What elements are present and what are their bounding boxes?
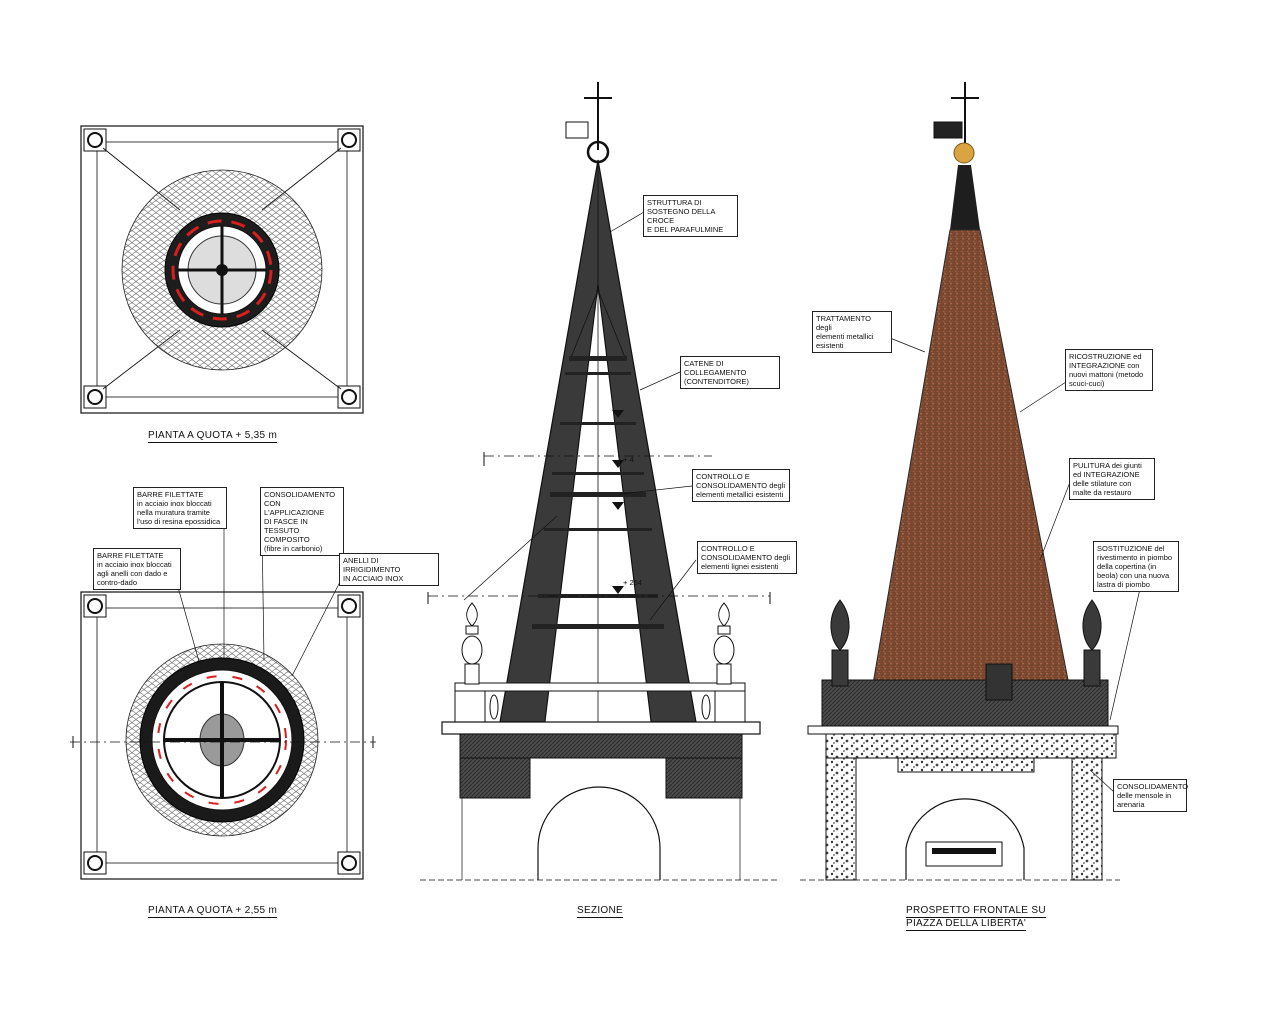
front-elevation	[800, 82, 1143, 881]
level-label: + 254	[623, 578, 642, 587]
note-consolidamento-mensole: CONSOLIDAMENTO delle mensole in arenaria	[1113, 779, 1188, 812]
note-barre-filettate-dado: BARRE FILETTATE in acciaio inox bloccati…	[93, 548, 181, 590]
note-pulitura: PULITURA dei giunti ed INTEGRAZIONE dell…	[1069, 458, 1155, 500]
corner-pillar-icon	[83, 128, 361, 409]
note-sostituzione: SOSTITUZIONE del rivestimento in piombo …	[1093, 541, 1179, 592]
section-drawing	[420, 82, 780, 881]
plan-upper	[80, 125, 364, 414]
caption-plan-upper: PIANTA A QUOTA + 5,35 m	[148, 430, 278, 443]
note-struttura-sostegno: STRUTTURA DI SOSTEGNO DELLA CROCE E DEL …	[643, 195, 738, 237]
note-controllo-lignei: CONTROLLO E CONSOLIDAMENTO degli element…	[697, 541, 797, 574]
caption-front-line1: PROSPETTO FRONTALE SU	[906, 905, 1046, 918]
finial-icon	[461, 602, 735, 685]
caption-plan-lower: PIANTA A QUOTA + 2,55 m	[148, 905, 278, 918]
caption-front-line2: PIAZZA DELLA LIBERTA'	[906, 918, 1027, 931]
finial-icon	[830, 599, 1102, 687]
corner-pillar-icon	[83, 594, 361, 875]
plan-lower	[70, 522, 376, 880]
note-controllo-metallici: CONTROLLO E CONSOLIDAMENTO degli element…	[692, 469, 790, 502]
note-barre-filettate-resina: BARRE FILETTATE in acciaio inox bloccati…	[133, 487, 227, 529]
caption-section: SEZIONE	[577, 905, 623, 918]
note-catene-collegamento: CATENE DI COLLEGAMENTO (CONTENDITORE)	[680, 356, 780, 389]
note-ricostruzione: RICOSTRUZIONE ed INTEGRAZIONE con nuovi …	[1065, 349, 1153, 391]
note-consolidamento-fasce: CONSOLIDAMENTO CON L'APPLICAZIONE DI FAS…	[260, 487, 344, 556]
note-trattamento: TRATTAMENTO degli elementi metallici esi…	[812, 311, 892, 353]
note-anelli-irrigidimento: ANELLI DI IRRIGIDIMENTO IN ACCIAIO INOX	[339, 553, 439, 586]
level-label: + 4	[623, 455, 634, 464]
